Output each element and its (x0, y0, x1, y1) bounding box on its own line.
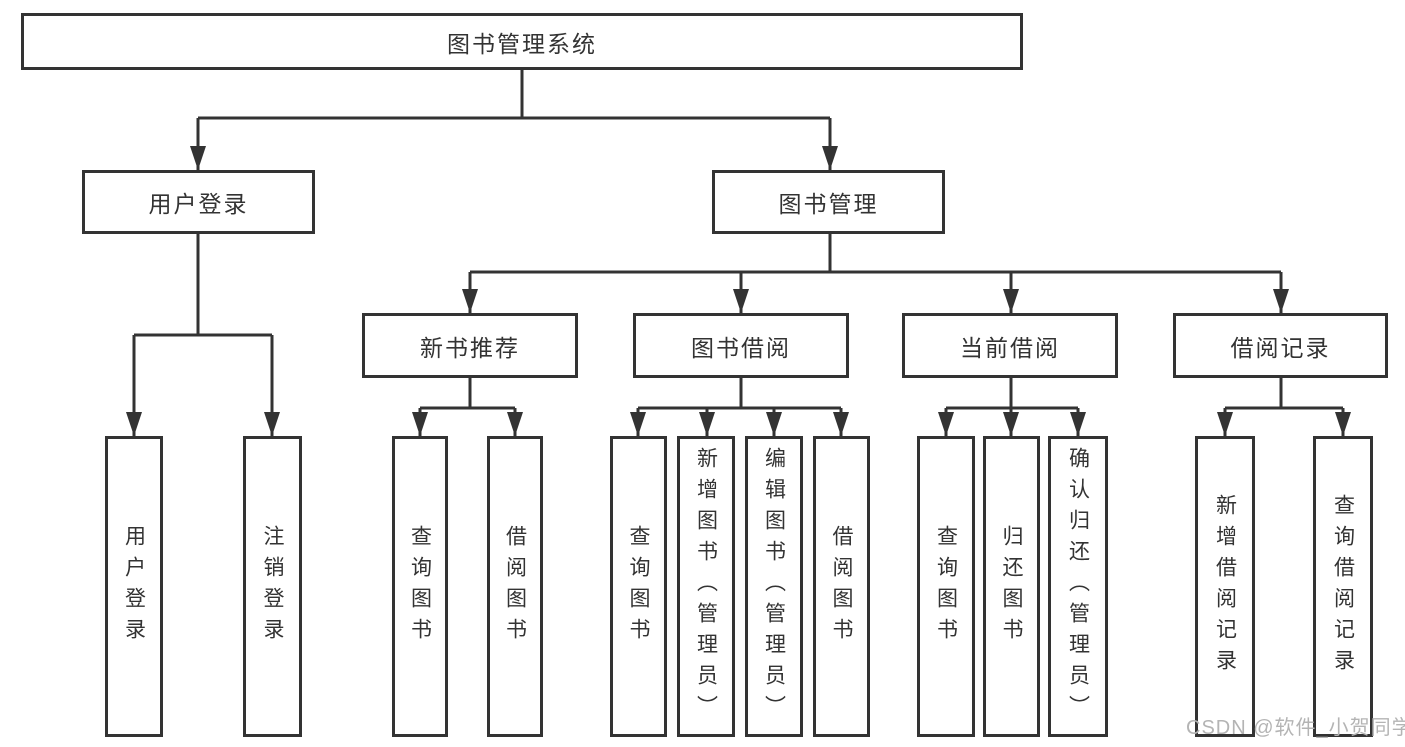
leaf-label: 借阅图书 (503, 524, 527, 649)
csdn-watermark: CSDN @软件_小贺同学 (1186, 717, 1405, 739)
arrowheads (126, 118, 1351, 436)
connector-borrow-records-to-children (1225, 377, 1343, 410)
connector-book-management-to-level3 (470, 233, 1281, 274)
leaf-label: 新增借阅记录 (1213, 493, 1237, 680)
node-user-login: 用户登录 (82, 170, 315, 234)
connector-new-book-to-children (420, 377, 515, 410)
node-book-management: 图书管理 (712, 170, 945, 234)
node-library-system: 图书管理系统 (21, 13, 1023, 70)
leaf-add-book-admin: 新增图书（管理员） (677, 436, 735, 737)
leaf-confirm-return-admin: 确认归还（管理员） (1048, 436, 1108, 737)
node-current-borrow: 当前借阅 (902, 313, 1118, 378)
leaf-label: 查询借阅记录 (1331, 493, 1355, 680)
connector-user-login-to-children (134, 233, 272, 337)
leaf-add-borrow-record: 新增借阅记录 (1195, 436, 1255, 737)
leaf-user-login: 用户登录 (105, 436, 163, 737)
leaf-borrow-books-recommend: 借阅图书 (487, 436, 543, 737)
leaf-query-books-current: 查询图书 (917, 436, 975, 737)
leaf-label: 借阅图书 (830, 524, 853, 649)
leaf-query-borrow-record: 查询借阅记录 (1313, 436, 1373, 737)
node-borrow-records: 借阅记录 (1173, 313, 1388, 378)
node-book-borrow: 图书借阅 (633, 313, 849, 378)
leaf-query-books-borrow: 查询图书 (610, 436, 667, 737)
connector-root-to-level2 (198, 69, 830, 120)
leaf-label: 用户登录 (122, 524, 146, 649)
leaf-label: 新增图书（管理员） (694, 447, 718, 726)
leaf-label: 查询图书 (627, 524, 650, 649)
leaf-label: 查询图书 (934, 524, 958, 649)
node-new-book-recommend: 新书推荐 (362, 313, 578, 378)
connector-book-borrow-to-children (638, 377, 841, 410)
leaf-label: 编辑图书（管理员） (762, 447, 786, 726)
leaf-borrow-books: 借阅图书 (813, 436, 870, 737)
leaf-label: 归还图书 (1000, 524, 1023, 649)
leaf-return-book: 归还图书 (983, 436, 1040, 737)
connector-current-borrow-to-children (946, 377, 1078, 410)
leaf-label: 确认归还（管理员） (1066, 447, 1090, 726)
leaf-label: 注销登录 (261, 524, 284, 649)
leaf-edit-book-admin: 编辑图书（管理员） (745, 436, 803, 737)
leaf-logout: 注销登录 (243, 436, 302, 737)
leaf-query-books-recommend: 查询图书 (392, 436, 448, 737)
leaf-label: 查询图书 (408, 524, 432, 649)
